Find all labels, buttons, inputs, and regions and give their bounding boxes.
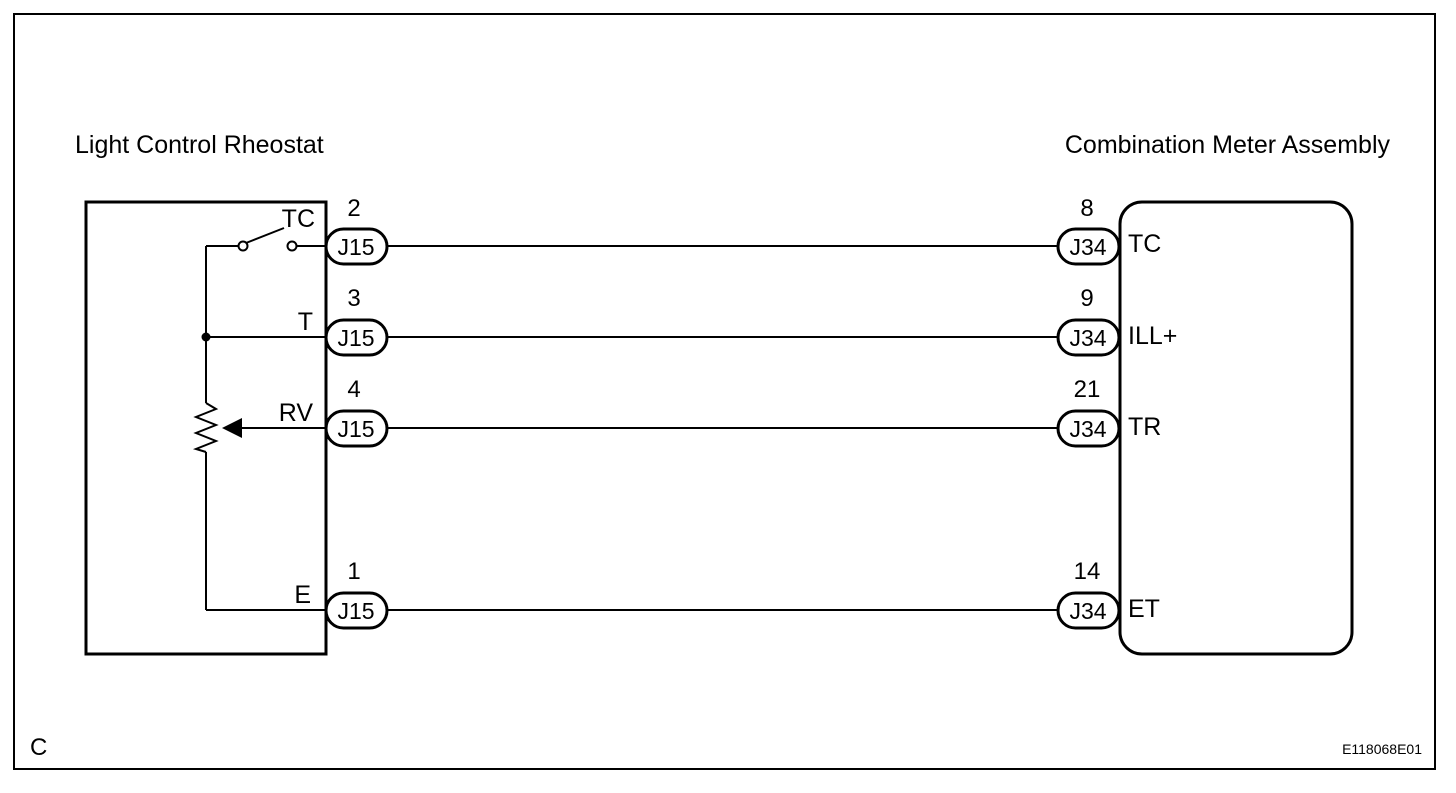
right-terminal-name: ILL+ [1128, 322, 1177, 350]
connector-outline [1056, 227, 1121, 266]
connector-j15-pin3: J15 [324, 318, 389, 357]
right-component-title: Combination Meter Assembly [1065, 131, 1391, 159]
left-terminal-name: TC [282, 205, 315, 233]
connector-j34-pin9: J34 [1056, 318, 1121, 357]
left-pin-number: 4 [347, 376, 360, 403]
connector-j15-pin2: J15 [324, 227, 389, 266]
diagram-frame [13, 13, 1436, 770]
left-pin-number: 3 [347, 285, 360, 312]
connector-j34-pin8: J34 [1056, 227, 1121, 266]
connector-outline [324, 591, 389, 630]
wiper-arrow [222, 418, 242, 438]
connector-label: J34 [1069, 416, 1106, 442]
switch-lever [245, 227, 285, 244]
connector-label: J15 [337, 325, 374, 351]
connector-outline [1056, 318, 1121, 357]
corner-label: C [30, 734, 47, 761]
connector-label: J15 [337, 416, 374, 442]
connector-label: J34 [1069, 325, 1106, 351]
right-terminal-name: ET [1128, 595, 1160, 623]
connector-outline [324, 318, 389, 357]
left-terminal-name: E [294, 581, 311, 609]
left-component-title: Light Control Rheostat [75, 131, 324, 159]
right-pin-number: 9 [1080, 285, 1093, 312]
connector-label: J15 [337, 234, 374, 260]
connector-label: J15 [337, 598, 374, 624]
switch-contact-right [286, 240, 298, 252]
left-pin-number: 2 [347, 195, 360, 222]
switch-contact-left [237, 240, 249, 252]
right-terminal-name: TR [1128, 413, 1161, 441]
right-pin-number: 8 [1080, 195, 1093, 222]
connector-label: J34 [1069, 234, 1106, 260]
figure-code: E118068E01 [1342, 741, 1422, 757]
right-pin-number: 14 [1074, 558, 1101, 585]
junction-dot [201, 332, 211, 342]
connector-j15-pin4: J15 [324, 409, 389, 448]
connector-j15-pin1: J15 [324, 591, 389, 630]
left-pin-number: 1 [347, 558, 360, 585]
rheostat-internal-circuit [192, 227, 326, 611]
right-pin-number: 21 [1074, 376, 1101, 403]
connector-j34-pin14: J34 [1056, 591, 1121, 630]
connector-outline [1056, 409, 1121, 448]
connector-outline [1056, 591, 1121, 630]
connector-label: J34 [1069, 598, 1106, 624]
left-terminal-name: T [298, 308, 313, 336]
resistor-symbol [192, 402, 219, 453]
right-terminal-name: TC [1128, 230, 1161, 258]
connector-j34-pin21: J34 [1056, 409, 1121, 448]
connector-outline [324, 227, 389, 266]
harness-wires [387, 245, 1058, 611]
left-terminal-name: RV [279, 399, 314, 427]
connector-outline [324, 409, 389, 448]
